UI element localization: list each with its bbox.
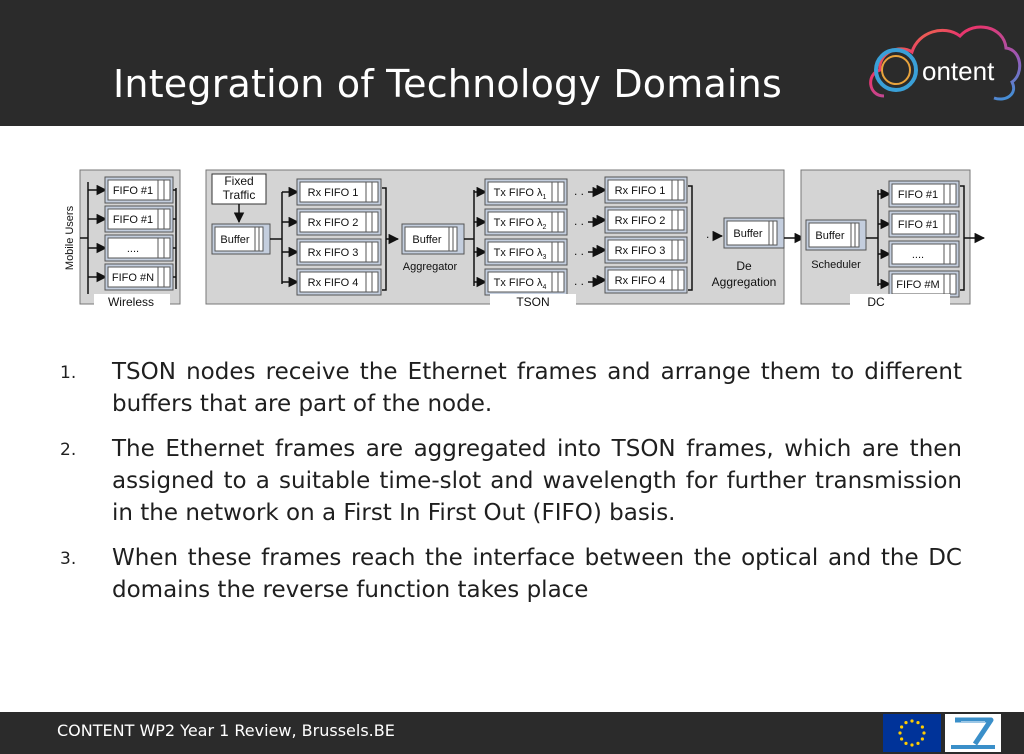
aggregator-buffer: Buffer: [401, 223, 465, 255]
tx-fifo-4: Tx FIFO λ4: [474, 268, 568, 296]
step-number: 1.: [60, 363, 77, 383]
svg-text:....: ....: [912, 249, 924, 261]
svg-text:Rx FIFO 3: Rx FIFO 3: [308, 247, 359, 259]
rx-out-fifo-1: Rx FIFO 1: [596, 176, 688, 204]
svg-text:Tx FIFO λ1: Tx FIFO λ1: [494, 187, 547, 201]
eu-flag-icon: [883, 714, 941, 752]
dc-label: DC: [867, 295, 885, 309]
deagg-buffer: Buffer: [723, 217, 785, 249]
svg-text:FIFO #M: FIFO #M: [896, 279, 939, 291]
svg-text:Rx FIFO 2: Rx FIFO 2: [615, 215, 666, 227]
dc-fifo-2: FIFO #1: [878, 210, 960, 238]
rx-out-fifo-4: Rx FIFO 4: [596, 266, 688, 294]
svg-text:FIFO #1: FIFO #1: [898, 189, 938, 201]
tson-domain: Fixed Traffic Buffer Rx FIFO 1 Rx FIFO 2 R…: [205, 169, 785, 309]
logo-c-ring-inner: [881, 55, 911, 85]
dc-fifo-1: FIFO #1: [878, 180, 960, 208]
step-1: 1. TSON nodes receive the Ethernet frames…: [60, 356, 962, 420]
rx-fifo-1: Rx FIFO 1: [282, 178, 382, 206]
step-number: 3.: [60, 549, 77, 569]
mobile-users-label: Mobile Users: [64, 205, 76, 270]
step-text: The Ethernet frames are aggregated into …: [112, 436, 962, 526]
slide-footer: CONTENT WP2 Year 1 Review, Brussels.BE: [0, 712, 1024, 754]
rx-fifo-2: Rx FIFO 2: [282, 208, 382, 236]
tx-fifo-3: Tx FIFO λ3: [474, 238, 568, 266]
rx-out-fifo-3: Rx FIFO 3: [596, 236, 688, 264]
footer-text: CONTENT WP2 Year 1 Review, Brussels.BE: [57, 721, 395, 740]
aggregator-label: Aggregator: [403, 261, 458, 273]
svg-text:Rx FIFO 4: Rx FIFO 4: [615, 275, 666, 287]
dc-buffer: Buffer: [805, 219, 867, 251]
deagg-label-line2: Aggregation: [712, 275, 777, 289]
tson-label: TSON: [516, 295, 549, 309]
svg-text:Rx FIFO 3: Rx FIFO 3: [615, 245, 666, 257]
logo-text: ontent: [922, 56, 995, 86]
tx-fifo-1: Tx FIFO λ1: [474, 178, 568, 206]
step-text: TSON nodes receive the Ethernet frames a…: [112, 359, 962, 417]
rx-fifo-4: Rx FIFO 4: [282, 268, 382, 296]
scheduler-label: Scheduler: [811, 259, 861, 271]
tx-dots-4: . .: [574, 274, 584, 288]
tson-buffer: Buffer: [211, 223, 271, 255]
step-2: 2. The Ethernet frames are aggregated int…: [60, 433, 962, 529]
step-3: 3. When these frames reach the interface …: [60, 542, 962, 606]
svg-text:Rx FIFO 2: Rx FIFO 2: [308, 217, 359, 229]
svg-text:....: ....: [127, 243, 139, 255]
svg-text:Tx FIFO λ2: Tx FIFO λ2: [494, 217, 547, 231]
svg-text:FIFO #1: FIFO #1: [113, 214, 153, 226]
fixed-traffic-line1: Fixed: [224, 174, 253, 188]
wireless-domain: Mobile Users FIFO #1 FIFO #1.... FIFO #N W…: [64, 169, 181, 309]
dc-domain: Buffer Scheduler FIFO #1 FIFO #1.... FIFO …: [800, 169, 986, 309]
svg-text:Rx FIFO 1: Rx FIFO 1: [308, 187, 359, 199]
tx-dots-2: . .: [574, 214, 584, 228]
process-steps: 1. TSON nodes receive the Ethernet frames…: [60, 356, 962, 619]
wireless-fifo-2: FIFO #1: [88, 205, 176, 233]
svg-text:FIFO #N: FIFO #N: [112, 272, 154, 284]
slide-title: Integration of Technology Domains: [113, 62, 782, 106]
tx-dots-3: . .: [574, 244, 584, 258]
wireless-label: Wireless: [108, 295, 154, 309]
step-number: 2.: [60, 440, 77, 460]
wireless-fifo-4: FIFO #N: [88, 263, 176, 291]
tx-dots-1: . .: [574, 184, 584, 198]
wireless-fifo-1: FIFO #1: [88, 176, 176, 204]
rx-fifo-3: Rx FIFO 3: [282, 238, 382, 266]
svg-text:Buffer: Buffer: [733, 228, 762, 240]
wireless-fifo-3: ....: [88, 234, 176, 262]
svg-text:Rx FIFO 1: Rx FIFO 1: [615, 185, 666, 197]
svg-text:FIFO #1: FIFO #1: [113, 185, 153, 197]
deagg-dots: . .: [706, 227, 716, 241]
svg-text:Buffer: Buffer: [815, 230, 844, 242]
logo-cloud-outline: [869, 25, 1022, 101]
rx-out-fifo-2: Rx FIFO 2: [596, 206, 688, 234]
svg-text:FIFO #1: FIFO #1: [898, 219, 938, 231]
tson-architecture-diagram: Mobile Users FIFO #1 FIFO #1.... FIFO #N W…: [64, 169, 986, 309]
svg-text:Buffer: Buffer: [412, 234, 441, 246]
logo-c-ring: [874, 48, 918, 92]
fp7-logo-icon: [945, 714, 1001, 752]
slide-header: Integration of Technology Domains ontent: [0, 0, 1024, 126]
svg-text:Tx FIFO λ4: Tx FIFO λ4: [494, 277, 547, 291]
dc-fifo-3: ....: [878, 240, 960, 268]
content-logo: ontent: [869, 25, 1022, 101]
fixed-traffic-box: [211, 173, 267, 205]
tx-fifo-2: Tx FIFO λ2: [474, 208, 568, 236]
deagg-label-line1: De: [736, 259, 752, 273]
svg-text:Tx FIFO λ3: Tx FIFO λ3: [494, 247, 547, 261]
step-text: When these frames reach the interface be…: [112, 545, 962, 603]
fixed-traffic-line2: Traffic: [223, 188, 256, 202]
svg-text:Buffer: Buffer: [220, 234, 249, 246]
dc-fifo-4: FIFO #M: [878, 270, 960, 298]
svg-text:Rx FIFO 4: Rx FIFO 4: [308, 277, 359, 289]
